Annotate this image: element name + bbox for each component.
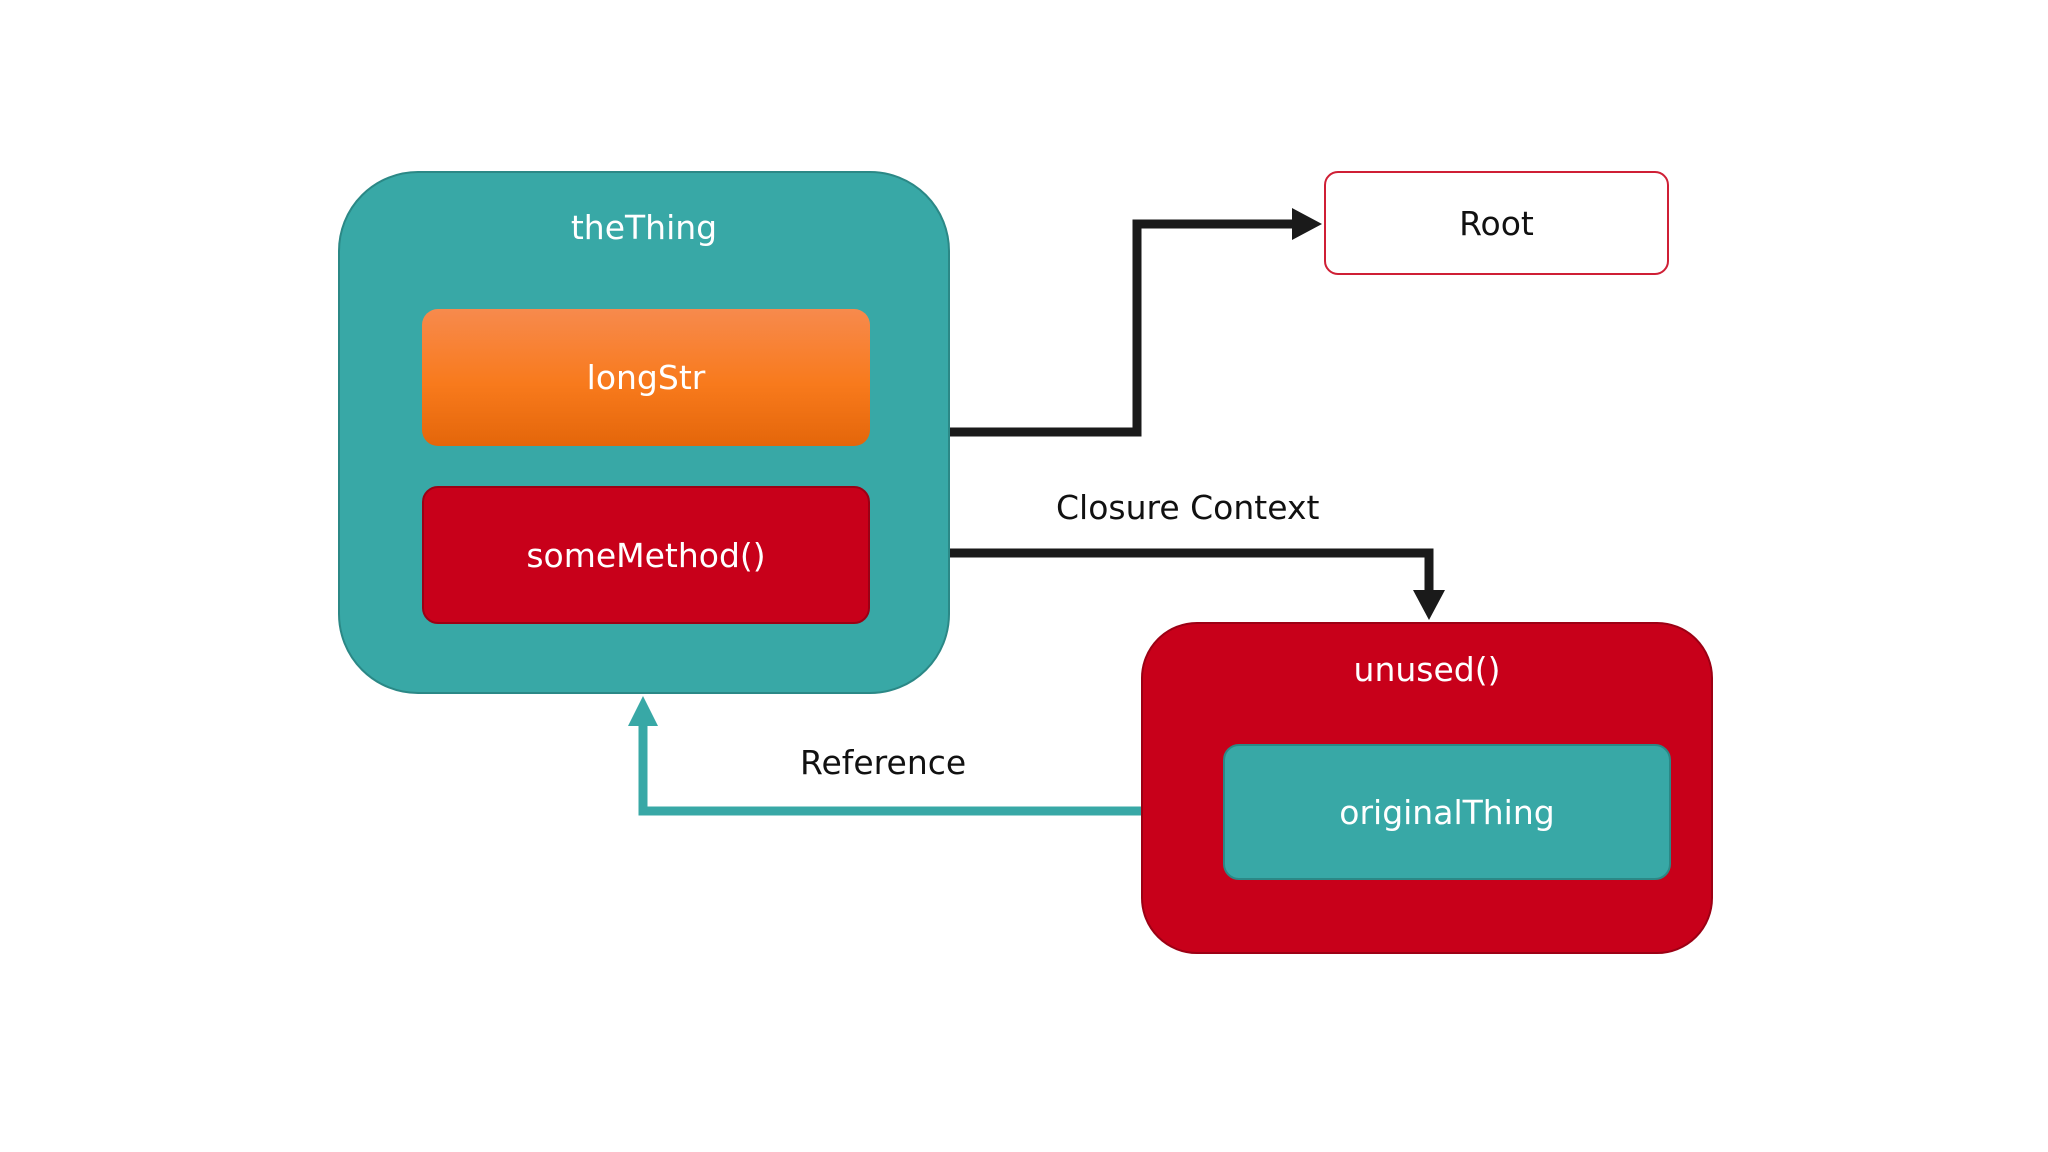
arrow-thething-to-root (950, 219, 1295, 437)
unused-node: unused() originalThing (1141, 622, 1713, 954)
arrow-head-unused-icon (1413, 590, 1445, 620)
arrow-head-root-icon (1292, 208, 1322, 240)
root-label: Root (1459, 203, 1534, 243)
longstr-label: longStr (586, 358, 706, 397)
thething-node: theThing longStr someMethod() (338, 171, 950, 694)
reference-label: Reference (800, 743, 967, 782)
unused-label: unused() (1353, 650, 1501, 689)
somemethod-node: someMethod() (422, 486, 870, 624)
thething-label: theThing (570, 208, 718, 247)
arrow-head-thething-icon (628, 696, 658, 726)
closure-context-label: Closure Context (1056, 488, 1320, 527)
arrow-closure-context (868, 548, 1434, 595)
originalthing-label: originalThing (1339, 792, 1555, 832)
originalthing-node: originalThing (1223, 744, 1671, 880)
arrow-reference (638, 722, 1222, 816)
longstr-node: longStr (422, 309, 870, 446)
somemethod-label: someMethod() (526, 535, 766, 575)
root-node: Root (1324, 171, 1669, 275)
